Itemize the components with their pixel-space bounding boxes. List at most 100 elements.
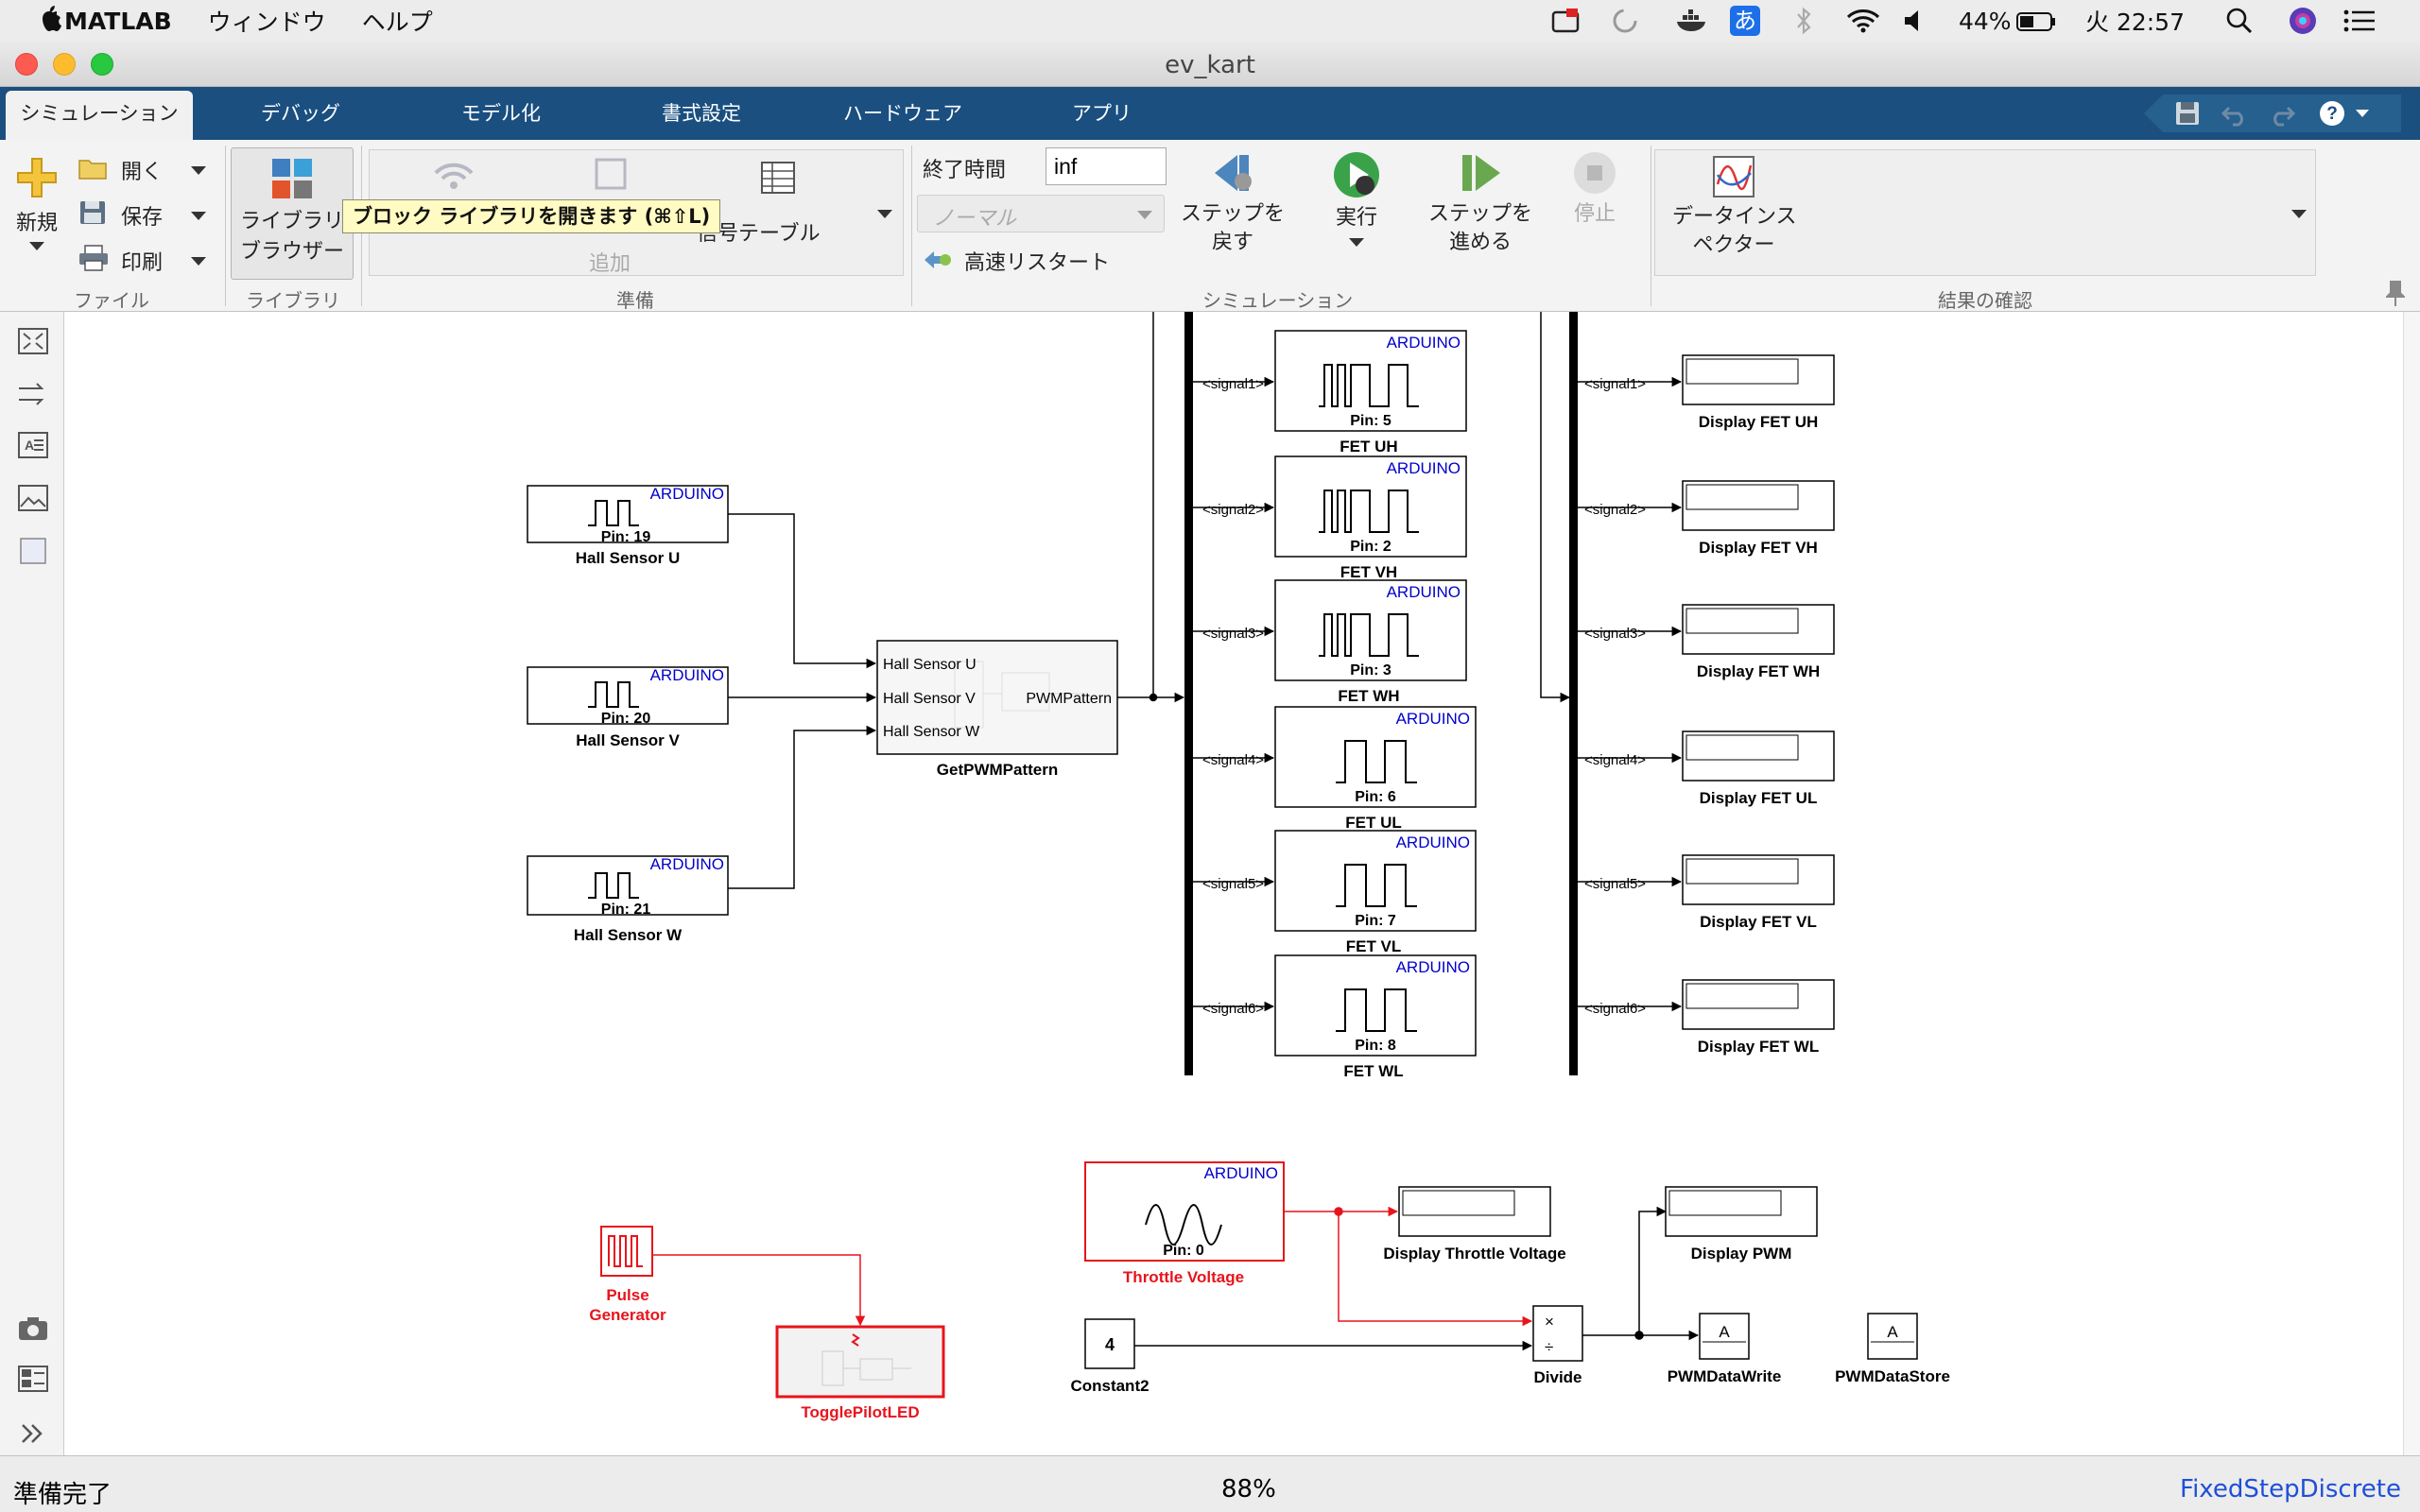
step-back-button[interactable]: ステップを 戻す — [1178, 149, 1288, 278]
fet-pin: Pin: 8 — [1355, 1038, 1396, 1054]
fet-demux-bar[interactable] — [1184, 312, 1193, 1075]
new-button[interactable]: 新規 — [8, 149, 66, 278]
run-label: 実行 — [1335, 206, 1377, 230]
display-signal-label: <signal2> — [1584, 502, 1646, 518]
fast-restart-toggle[interactable]: 高速リスタート — [921, 244, 1138, 276]
data-inspector-icon — [1713, 156, 1754, 198]
display-throttle-voltage-block[interactable]: Display Throttle Voltage — [1383, 1186, 1566, 1263]
fet-display-block[interactable]: Display FET WH — [1682, 604, 1835, 680]
step-forward-button[interactable]: ステップを 進める — [1426, 149, 1535, 278]
menu-app-matlab[interactable]: MATLAB — [64, 7, 172, 35]
expand-chevron-icon[interactable] — [17, 1419, 49, 1448]
run-button[interactable]: 実行 — [1322, 149, 1392, 278]
image-icon[interactable] — [17, 484, 49, 512]
divide-block[interactable]: × ÷ Divide — [1532, 1305, 1583, 1386]
toggle-pilot-led-name: TogglePilotLED — [801, 1403, 919, 1421]
tab-format[interactable]: 書式設定 — [662, 102, 741, 125]
undo-icon[interactable] — [2221, 102, 2250, 130]
pwm-data-store-block[interactable]: A PWMDataStore — [1835, 1313, 1950, 1385]
tab-hardware[interactable]: ハードウェア — [843, 102, 962, 125]
model-canvas[interactable]: ARDUINO Pin: 19 Hall Sensor U ARDUINO Pi… — [64, 312, 2403, 1455]
zoom-window-button[interactable] — [91, 53, 113, 76]
prepare-gallery-expand-icon[interactable] — [877, 210, 892, 218]
data-inspector-button[interactable]: データインス ペクター — [1672, 154, 1797, 271]
fet-display-block[interactable]: Display FET VH — [1682, 480, 1835, 557]
apple-icon[interactable] — [38, 6, 64, 42]
redo-icon[interactable] — [2267, 102, 2296, 130]
property-inspector-icon[interactable] — [17, 1365, 49, 1393]
fet-display-block[interactable]: Display FET UL — [1682, 730, 1835, 807]
throttle-voltage-block[interactable]: ARDUINO Pin: 0 Throttle Voltage — [1084, 1161, 1285, 1286]
menu-help[interactable]: ヘルプ — [361, 9, 433, 36]
solver-link[interactable]: FixedStepDiscrete — [2180, 1475, 2401, 1503]
step-back-icon — [1215, 155, 1252, 191]
pwm-pattern-lines — [1117, 312, 1571, 703]
fet-display-name: Display FET VH — [1699, 539, 1818, 557]
save-dropdown-icon[interactable] — [191, 212, 206, 220]
fit-to-view-icon[interactable] — [17, 327, 49, 355]
fast-restart-icon — [925, 251, 951, 268]
input-method-icon[interactable]: あ — [1730, 6, 1760, 36]
fet-display-block[interactable]: Display FET VL — [1682, 854, 1835, 931]
fet-display-block[interactable]: Display FET UH — [1682, 354, 1835, 431]
save-button[interactable]: 保存 — [78, 198, 210, 231]
menu-window[interactable]: ウィンドウ — [207, 9, 326, 36]
pin-toolstrip-icon[interactable] — [2386, 280, 2405, 308]
run-dropdown-icon[interactable] — [1349, 238, 1364, 247]
print-button[interactable]: 印刷 — [78, 244, 210, 276]
bluetooth-icon[interactable] — [1794, 0, 1813, 42]
area-icon[interactable] — [17, 537, 49, 565]
battery-percent[interactable]: 44% — [1959, 7, 2012, 35]
annotation-icon[interactable]: A — [17, 431, 49, 459]
notification-center-icon[interactable] — [2342, 0, 2377, 42]
fet-display-block[interactable]: Display FET WL — [1682, 979, 1835, 1056]
battery-icon[interactable] — [2015, 0, 2057, 42]
sync-spinner-icon[interactable] — [1611, 0, 1639, 42]
arrow-to-icon[interactable] — [17, 380, 49, 408]
tab-debug[interactable]: デバッグ — [261, 102, 340, 125]
screen-recorder-icon[interactable] — [1550, 0, 1582, 42]
help-icon[interactable]: ? — [2318, 99, 2371, 131]
pulse-generator-block[interactable]: Pulse Generator — [589, 1226, 666, 1324]
hall-sensor-v-block[interactable]: ARDUINO Pin: 20 Hall Sensor V — [527, 666, 729, 749]
library-browser-button[interactable]: ライブラリ ブラウザー — [231, 147, 354, 280]
stop-button[interactable]: 停止 — [1562, 149, 1628, 278]
open-button[interactable]: 開く — [78, 153, 210, 185]
pwm-data-write-block[interactable]: A PWMDataWrite — [1668, 1313, 1782, 1385]
close-window-button[interactable] — [15, 53, 38, 76]
wifi-icon[interactable] — [1845, 0, 1881, 42]
tab-simulation[interactable]: シミュレーション — [6, 91, 193, 140]
toggle-pilot-led-subsystem[interactable]: TogglePilotLED — [775, 1325, 945, 1421]
docker-icon[interactable] — [1675, 0, 1709, 42]
display-pwm-block[interactable]: Display PWM — [1665, 1186, 1818, 1263]
constant2-block[interactable]: 4 Constant2 — [1070, 1318, 1150, 1395]
menubar-clock[interactable]: 火 22:57 — [2085, 9, 2185, 36]
new-dropdown-icon[interactable] — [29, 242, 44, 250]
canvas-scrollbar[interactable] — [2403, 312, 2420, 1455]
simulation-mode-select[interactable]: ノーマル — [917, 195, 1165, 232]
tab-apps[interactable]: アプリ — [1072, 102, 1132, 125]
open-dropdown-icon[interactable] — [191, 166, 206, 175]
stop-time-input[interactable] — [1046, 147, 1167, 185]
results-gallery-expand-icon[interactable] — [2291, 210, 2307, 218]
save-model-icon[interactable] — [2174, 100, 2203, 130]
spotlight-search-icon[interactable] — [2225, 0, 2254, 42]
display-demux-bar[interactable] — [1569, 312, 1578, 1075]
print-dropdown-icon[interactable] — [191, 257, 206, 266]
hall-sensor-u-block[interactable]: ARDUINO Pin: 19 Hall Sensor U — [527, 485, 729, 567]
hall-sensor-w-block[interactable]: ARDUINO Pin: 21 Hall Sensor W — [527, 855, 729, 944]
get-pwm-pattern-subsystem[interactable]: Hall Sensor U Hall Sensor V Hall Sensor … — [876, 640, 1118, 779]
volume-icon[interactable] — [1902, 0, 1927, 42]
arduino-label: ARDUINO — [650, 855, 724, 873]
minimize-window-button[interactable] — [53, 53, 76, 76]
siri-icon[interactable] — [2288, 0, 2318, 42]
tab-modeling[interactable]: モデル化 — [461, 102, 541, 125]
zoom-level[interactable]: 88% — [1221, 1475, 1276, 1503]
camera-icon[interactable] — [17, 1314, 49, 1342]
